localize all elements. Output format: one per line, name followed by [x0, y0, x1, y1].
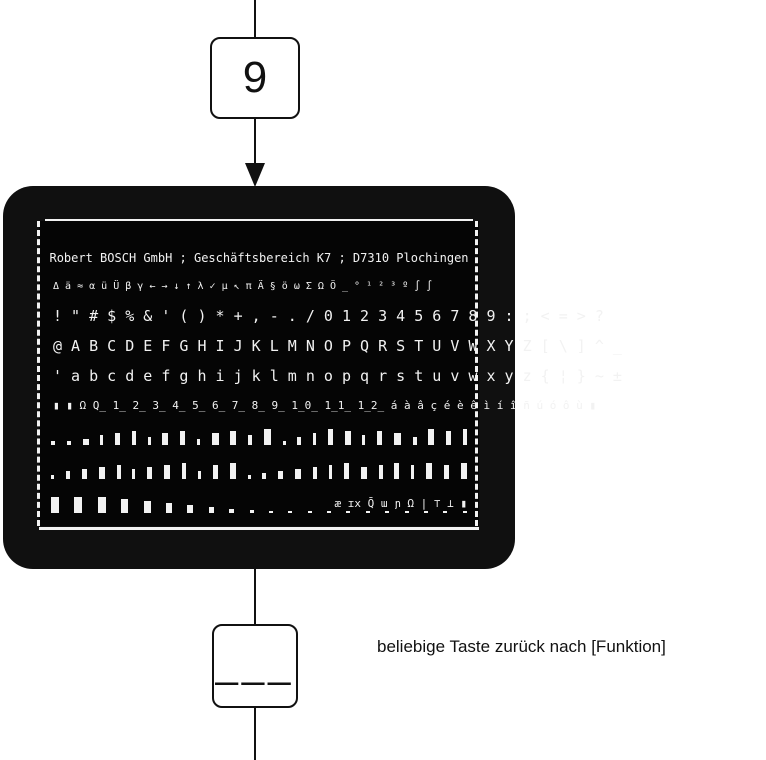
screen-row-1: Δ ä ≈ α ü Ü β γ ← → ↓ ↑ λ ✓ μ ↖ π Ä § ö … [53, 281, 433, 292]
flow-line-middle [254, 569, 256, 624]
block-glyph [307, 511, 312, 513]
block-glyph [444, 465, 449, 479]
block-glyph [248, 435, 252, 445]
block-glyph [377, 431, 382, 445]
key-9[interactable]: 9 [210, 37, 300, 119]
block-glyph [97, 497, 106, 513]
block-glyph [393, 433, 401, 445]
block-glyph [263, 429, 271, 445]
block-glyph [411, 465, 415, 479]
screen-bottom-symbols: æ ɪx Q̄ ɯ ɲ Ω | ⊤ ⊥ ▮ [334, 497, 467, 510]
block-glyph [362, 435, 366, 445]
screen-header-text: Robert BOSCH GmbH ; Geschäftsbereich K7 … [49, 251, 469, 265]
block-glyph [100, 435, 104, 445]
block-glyph [180, 431, 185, 445]
block-glyph [74, 497, 83, 513]
block-glyph [404, 511, 409, 513]
block-glyph [313, 433, 316, 445]
block-glyph [313, 467, 317, 479]
screen-row-4: ' a b c d e f g h i j k l m n o p q r s … [53, 367, 622, 385]
block-glyph [197, 471, 201, 479]
block-glyph [81, 469, 87, 479]
block-glyph [116, 465, 121, 479]
caption: beliebige Taste zurück nach [Funktion] [377, 637, 666, 656]
block-glyph [327, 511, 332, 513]
block-glyph [360, 467, 367, 479]
block-glyph [229, 463, 236, 479]
block-glyph [460, 463, 467, 479]
block-glyph [346, 511, 351, 513]
flow-line-top [254, 0, 256, 37]
screen-block-row-2 [51, 459, 467, 479]
block-glyph [230, 431, 237, 445]
block-glyph [143, 501, 151, 513]
block-glyph [344, 431, 351, 445]
key-9-label: 9 [242, 53, 268, 102]
block-glyph [247, 475, 251, 479]
block-glyph [268, 511, 273, 513]
screen-row-5: ▮ ▮ Ω Q̲ 1̲ 2̲ 3̲ 4̲ 5̲ 6̲ 7̲ 8̲ 9̲ 1̲0̲… [53, 399, 597, 412]
flow-line-bottom [254, 708, 256, 760]
screen-left-border [37, 221, 43, 526]
block-glyph [51, 441, 55, 445]
block-glyph [297, 437, 302, 445]
block-glyph [121, 499, 129, 513]
block-glyph [132, 469, 136, 479]
screen-block-row-3 [51, 493, 467, 513]
block-glyph [164, 465, 171, 479]
block-glyph [295, 469, 302, 479]
block-glyph [131, 431, 136, 445]
monitor: Robert BOSCH GmbH ; Geschäftsbereich K7 … [3, 186, 622, 569]
block-glyph [462, 511, 467, 513]
block-glyph [328, 465, 332, 479]
block-glyph [343, 463, 349, 479]
block-glyph [212, 465, 218, 479]
screen-row-3: @ A B C D E F G H I J K L M N O P Q R S … [53, 337, 622, 355]
block-glyph [51, 497, 59, 513]
block-glyph [147, 437, 151, 445]
block-glyph [229, 509, 235, 513]
screen-block-row-1 [51, 425, 467, 445]
block-glyph [98, 467, 105, 479]
screen-top-border [45, 219, 473, 221]
block-glyph [262, 473, 267, 479]
block-glyph [282, 441, 286, 445]
block-glyph [249, 510, 254, 513]
monitor-screen: Robert BOSCH GmbH ; Geschäftsbereich K7 … [37, 219, 622, 530]
block-glyph [66, 441, 71, 445]
block-glyph [412, 437, 417, 445]
block-glyph [278, 471, 284, 479]
block-glyph [51, 475, 54, 479]
block-glyph [365, 511, 370, 513]
arrow-down-icon [245, 163, 265, 187]
block-glyph [211, 433, 219, 445]
block-glyph [182, 463, 186, 479]
block-glyph [428, 429, 435, 445]
block-glyph [115, 433, 120, 445]
block-glyph [378, 465, 383, 479]
screen-row-2: ! " # $ % & ' ( ) * + , - . / 0 1 2 3 4 … [53, 307, 604, 325]
block-glyph [165, 503, 172, 513]
screen-right-border [475, 221, 481, 526]
any-key[interactable]: ___ [212, 624, 298, 708]
block-glyph [446, 431, 451, 445]
screen-bottom-border [39, 527, 479, 530]
block-glyph [426, 463, 433, 479]
block-glyph [462, 429, 467, 445]
block-glyph [187, 505, 194, 513]
block-glyph [147, 467, 153, 479]
block-glyph [288, 511, 293, 513]
block-glyph [162, 433, 169, 445]
block-glyph [196, 439, 200, 445]
flow-arrow-line [254, 119, 256, 171]
block-glyph [443, 511, 448, 513]
block-glyph [385, 511, 390, 513]
block-glyph [424, 511, 429, 513]
block-glyph [208, 507, 214, 513]
block-glyph [65, 471, 70, 479]
block-glyph [394, 463, 400, 479]
block-glyph [327, 429, 333, 445]
block-glyph [82, 439, 89, 445]
any-key-label: ___ [215, 641, 295, 686]
